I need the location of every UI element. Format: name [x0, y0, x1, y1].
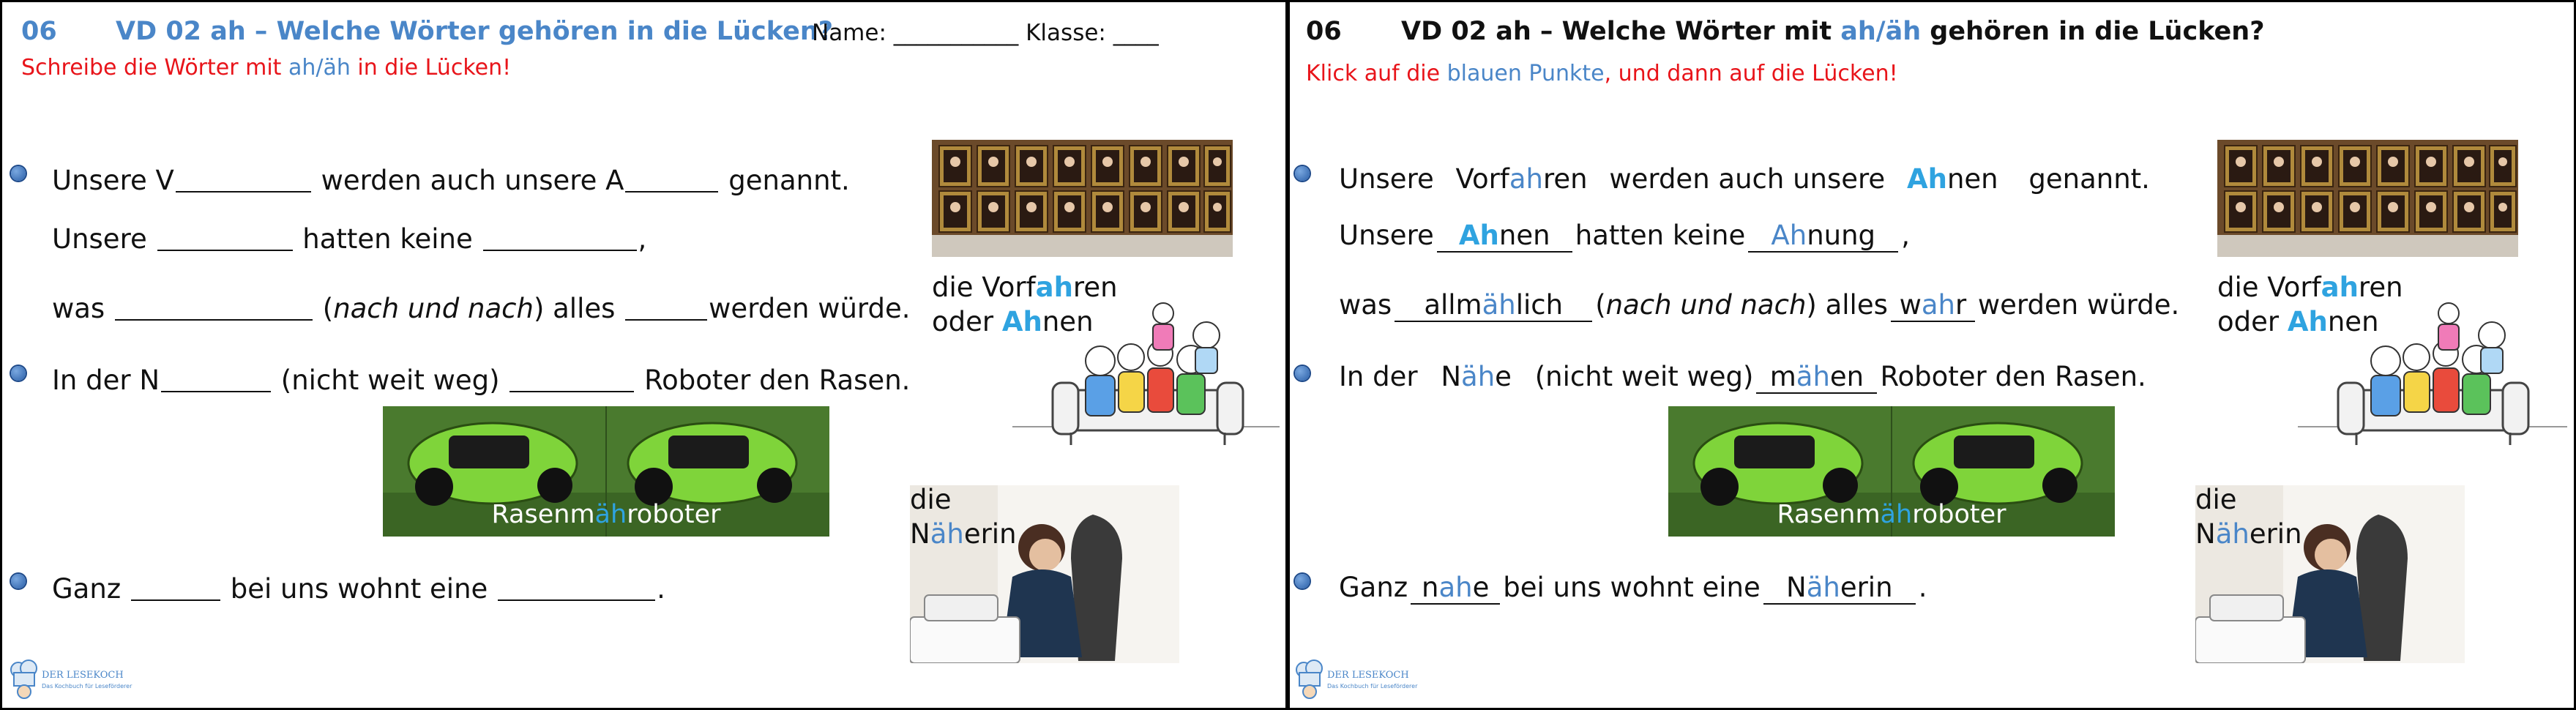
page-title: VD 02 ah – Welche Wörter gehören in die …: [116, 17, 834, 46]
exercise-number: 06: [1306, 17, 1342, 46]
seamstress-drawing: [2195, 485, 2465, 663]
robot-mower-image: Rasenmähroboter: [383, 406, 829, 537]
gap-ahnen-2[interactable]: [157, 225, 293, 251]
worksheet-panel-right: 06 VD 02 ah – Welche Wörter mit ah/äh ge…: [1288, 0, 2576, 710]
family-sofa-illustration: [1012, 295, 1283, 456]
gap-ahnung[interactable]: [482, 225, 637, 251]
robot-mower-drawing: [383, 406, 829, 537]
sentence-1: Unsere Vorfahren werden auch unsere Ahne…: [1339, 163, 2150, 195]
gap-vorfahren[interactable]: [175, 166, 311, 193]
gap-naehe[interactable]: [161, 366, 272, 392]
word-ahnen[interactable]: Ahnen: [1906, 163, 1998, 195]
instruction: Klick auf die blauen Punkte, und dann au…: [1306, 61, 1898, 86]
portrait-gallery-image: [2217, 140, 2518, 257]
exercise-number: 06: [21, 17, 57, 46]
answer-wahr[interactable]: wahr: [1890, 289, 1975, 322]
sentence-1: Unsere V werden auch unsere A genannt.: [52, 165, 850, 196]
bullet-dot-2[interactable]: [11, 366, 26, 381]
chef-hat-icon: [10, 659, 37, 699]
portrait-gallery-drawing: [2217, 140, 2518, 257]
family-sofa-drawing: [1012, 302, 1280, 445]
word-vorfahren[interactable]: Vorfahren: [1455, 163, 1588, 195]
gap-ahnen[interactable]: [625, 166, 719, 193]
worksheet-panel-left: 06 VD 02 ah – Welche Wörter gehören in d…: [0, 0, 1288, 710]
bullet-dot-3[interactable]: [1295, 574, 1310, 588]
seamstress-drawing: [910, 485, 1179, 663]
sentence-4: In der N (nicht weit weg) Roboter den Ra…: [52, 365, 911, 396]
logo-tagline: Das Kochbuch für Leseförderer: [1327, 683, 1418, 690]
sentence-3: was (nach und nach) alles werden würde.: [52, 293, 911, 324]
robot-mower-image: Rasenmähroboter: [1668, 406, 2115, 537]
seamstress-image: [910, 485, 1179, 663]
bullet-dot-1[interactable]: [11, 166, 26, 181]
answer-ahnen[interactable]: Ahnen: [1436, 220, 1572, 253]
name-class-field[interactable]: Name: ___________ Klasse: ____: [812, 20, 1159, 46]
caption-naeherin: die Näherin: [910, 484, 1017, 550]
caption-vorfahren: die Vorfahren oder Ahnen: [932, 272, 1118, 337]
caption-naeherin: die Näherin: [2195, 484, 2302, 550]
sentence-2: Unsere hatten keine ,: [52, 223, 647, 255]
caption-vorfahren: die Vorfahren oder Ahnen: [2217, 272, 2403, 337]
gap-maehen[interactable]: [509, 366, 635, 392]
caption-rasenmaehroboter: Rasenmähroboter: [1777, 500, 2006, 529]
bullet-dot-2[interactable]: [1295, 366, 1310, 381]
logo-name: DER LESEKOCH: [1327, 670, 1409, 681]
gap-naeherin[interactable]: [498, 575, 656, 601]
seamstress-image: [2195, 485, 2465, 663]
gap-wahr[interactable]: [625, 294, 708, 321]
lesekoch-logo: DER LESEKOCH Das Kochbuch für Leseförder…: [1293, 659, 1417, 703]
sentence-5: Ganz bei uns wohnt eine .: [52, 573, 665, 605]
word-naehe[interactable]: Nähe: [1441, 361, 1512, 392]
logo-tagline: Das Kochbuch für Leseförderer: [42, 683, 132, 690]
portrait-gallery-image: [932, 140, 1233, 257]
robot-mower-drawing: [1668, 406, 2115, 537]
answer-nahe[interactable]: nahe: [1411, 572, 1501, 605]
answer-allmaehlich[interactable]: allmählich: [1395, 289, 1593, 322]
family-sofa-illustration: [2298, 295, 2570, 456]
page-title: VD 02 ah – Welche Wörter mit ah/äh gehör…: [1401, 17, 2265, 46]
lesekoch-logo: DER LESEKOCH Das Kochbuch für Leseförder…: [8, 659, 132, 703]
logo-name: DER LESEKOCH: [42, 670, 124, 681]
bullet-dot-1[interactable]: [1295, 166, 1310, 181]
answer-naeherin[interactable]: Näherin: [1763, 572, 1916, 605]
instruction: Schreibe die Wörter mit ah/äh in die Lüc…: [21, 55, 512, 81]
gap-nahe[interactable]: [130, 575, 220, 601]
caption-rasenmaehroboter: Rasenmähroboter: [491, 500, 721, 529]
family-sofa-drawing: [2298, 302, 2567, 445]
answer-ahnung[interactable]: Ahnung: [1748, 220, 1899, 253]
bullet-dot-3[interactable]: [11, 574, 26, 588]
gap-allmaehlich[interactable]: [114, 294, 313, 321]
chef-hat-icon: [1296, 659, 1323, 699]
answer-maehen[interactable]: mähen: [1756, 361, 1878, 394]
portrait-gallery-drawing: [932, 140, 1233, 257]
